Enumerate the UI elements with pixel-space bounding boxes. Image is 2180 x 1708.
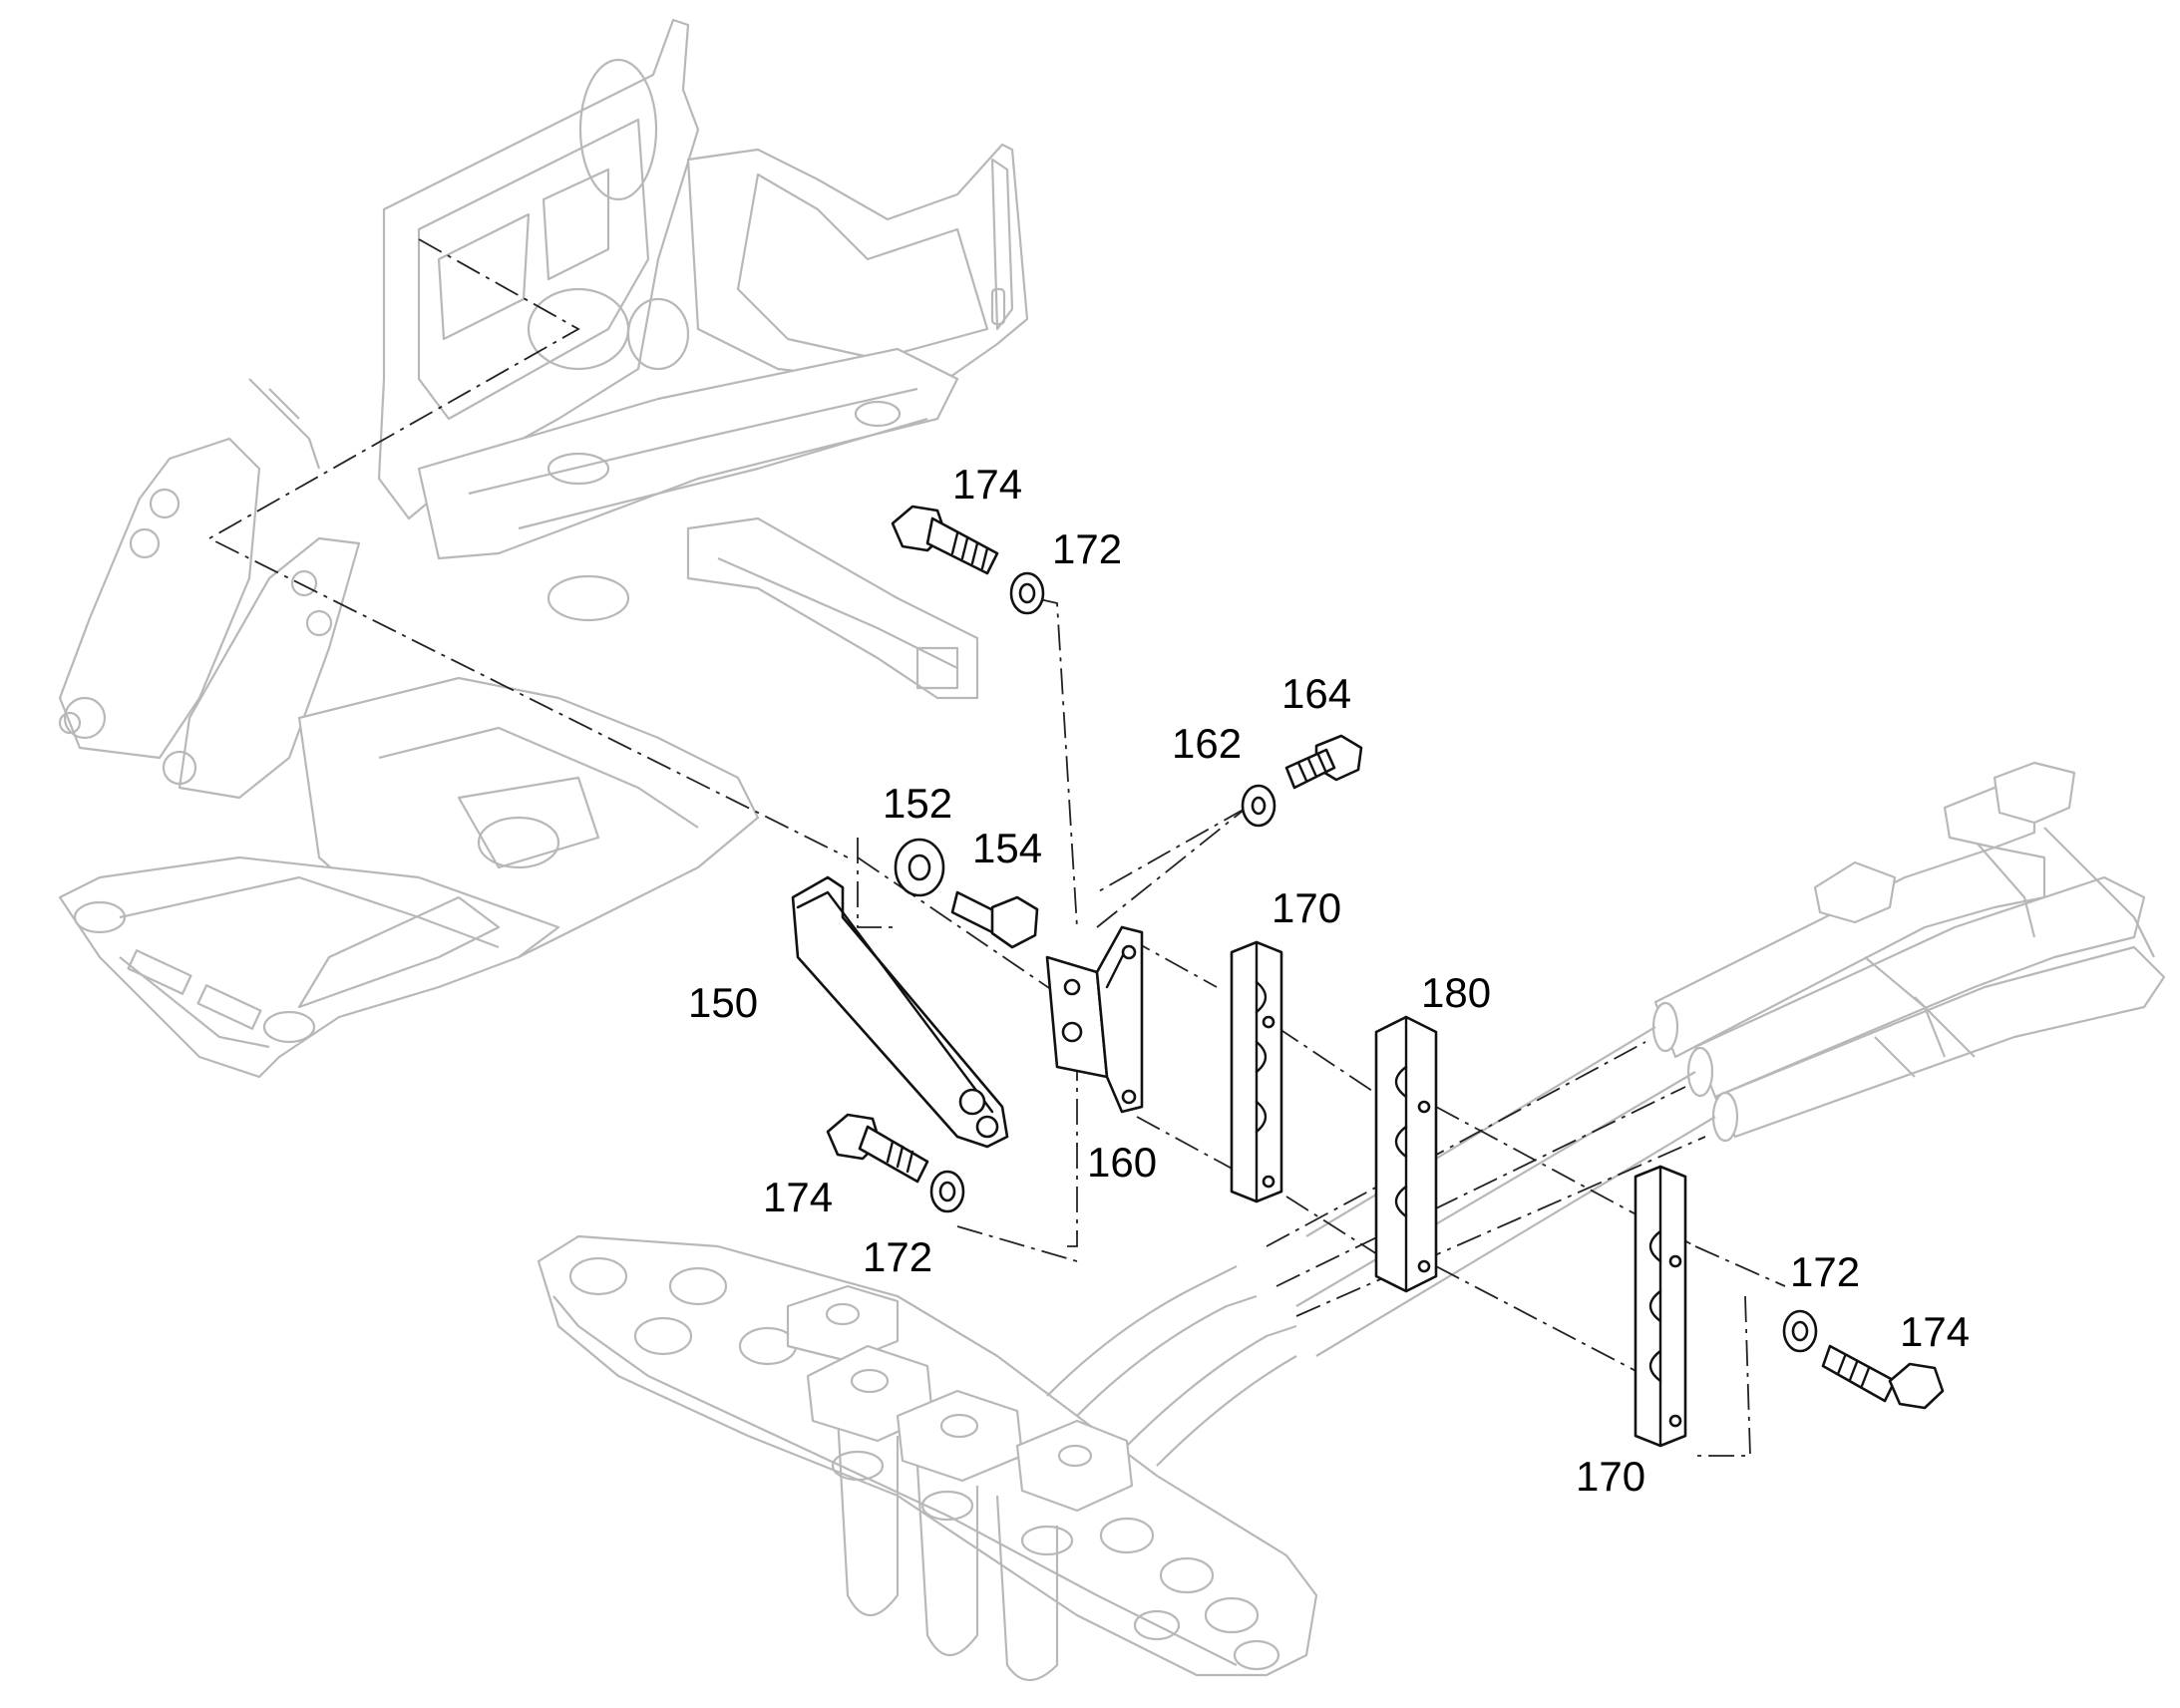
label-174-right: 174 (1900, 1308, 1970, 1355)
bolt-174-right (1821, 1344, 1945, 1410)
leader-lines (207, 238, 1786, 1457)
label-170-upper: 170 (1272, 884, 1341, 931)
label-164: 164 (1281, 670, 1351, 717)
washer-152 (894, 838, 945, 897)
clamp-170-upper (1230, 940, 1283, 1203)
label-154: 154 (972, 825, 1042, 871)
machine-frame-background (58, 18, 1029, 1079)
plate-150 (791, 875, 1009, 1149)
label-162: 162 (1172, 720, 1242, 767)
label-170-lower: 170 (1576, 1453, 1645, 1500)
label-174-lower: 174 (763, 1174, 833, 1220)
bracket-160 (1045, 925, 1144, 1114)
bolt-174-upper (891, 505, 999, 575)
bolt-154 (950, 890, 1039, 949)
bolt-164 (1284, 734, 1363, 790)
clamp-170-lower (1634, 1165, 1687, 1448)
label-180: 180 (1421, 969, 1491, 1016)
label-172-upper: 172 (1052, 525, 1122, 572)
label-172-right: 172 (1790, 1248, 1860, 1295)
label-160: 160 (1087, 1139, 1157, 1186)
label-174-upper: 174 (952, 461, 1022, 508)
washer-162 (1241, 784, 1276, 828)
hydraulic-pipes-background (1295, 761, 2166, 1357)
bolt-174-lower (826, 1113, 929, 1184)
washer-172-right (1782, 1309, 1818, 1353)
label-150: 150 (688, 979, 758, 1026)
washer-172-upper (1009, 571, 1045, 615)
clamp-180 (1374, 1015, 1438, 1293)
part-labels: 174 172 164 162 152 154 150 170 180 160 … (688, 461, 1970, 1500)
valve-plate-background (537, 1234, 1318, 1681)
washer-172-lower (929, 1170, 965, 1213)
label-172-lower: 172 (863, 1233, 932, 1280)
label-152: 152 (883, 780, 952, 827)
